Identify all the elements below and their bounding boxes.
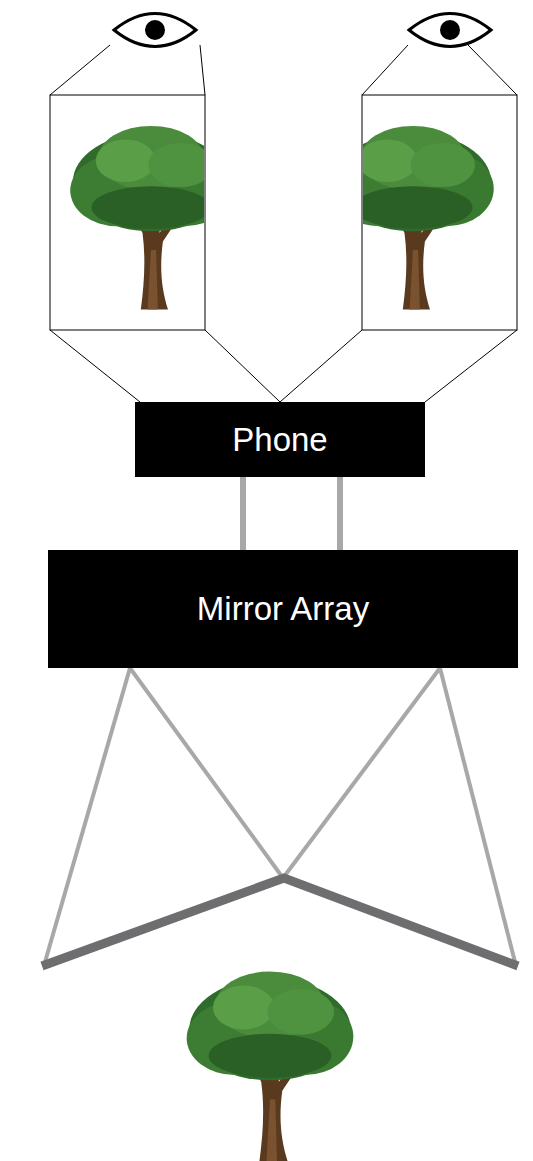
phone-box: Phone <box>135 402 425 477</box>
node-label: Mirror Array <box>197 590 369 628</box>
mirror-array-box: Mirror Array <box>48 550 518 668</box>
optical-link <box>340 477 341 550</box>
node-label: Phone <box>232 421 327 459</box>
optical-link <box>243 477 244 550</box>
